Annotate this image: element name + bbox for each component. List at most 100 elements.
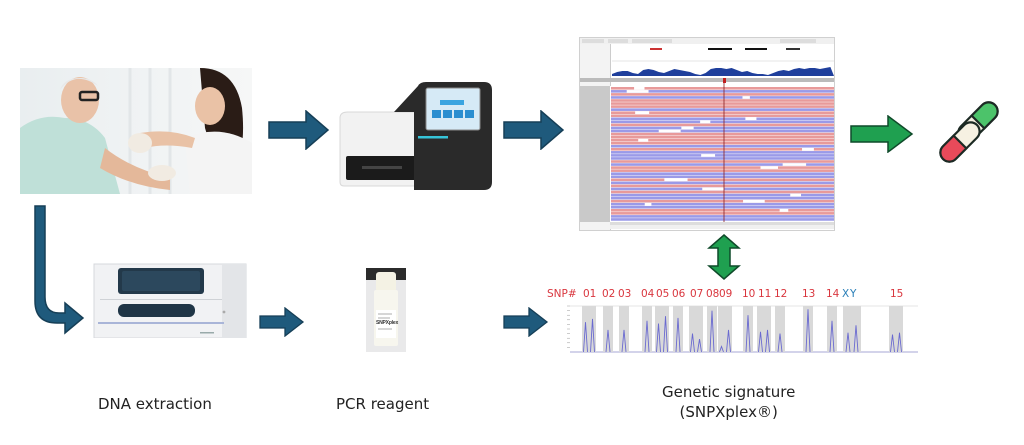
- read-gap: [779, 209, 789, 212]
- snp-peak-11: [758, 331, 763, 353]
- snp-marker-label: 05: [656, 288, 670, 300]
- read-row: [611, 114, 834, 118]
- read-row: [611, 184, 834, 188]
- snp-marker-label: 07: [690, 288, 704, 300]
- read-row: [611, 151, 834, 154]
- caption-dna-extraction: DNA extraction: [98, 395, 212, 413]
- snp-peak-01: [583, 322, 588, 353]
- read-row: [611, 87, 834, 90]
- read-row: [611, 202, 834, 206]
- read-gap: [644, 202, 652, 206]
- caption-genetic-signature-line2: (SNPXplex®): [679, 403, 778, 421]
- caption-pcr-reagent: PCR reagent: [336, 395, 430, 413]
- snp-peak-08: [709, 310, 715, 353]
- snp-marker-label: X: [842, 288, 850, 300]
- snp-peak-11: [765, 329, 770, 353]
- snp-peak-05: [663, 316, 668, 353]
- snp-peak-02: [605, 329, 611, 353]
- compare-double-arrow: [707, 234, 741, 280]
- vial-label-text: SNPXplex: [376, 320, 399, 326]
- read-row: [611, 129, 834, 133]
- read-row: [611, 212, 834, 215]
- snp-peak-12: [777, 333, 783, 353]
- snp-peak-09: [719, 345, 724, 353]
- read-row: [611, 154, 834, 157]
- sequencing-reads-viewer: [579, 37, 835, 231]
- snp-bin-13: [803, 306, 813, 352]
- snp-peak-15: [890, 334, 895, 353]
- dna-extraction-instrument: [92, 262, 248, 338]
- snp-bin-15: [889, 306, 903, 352]
- reads-alignment-view: [580, 38, 834, 230]
- read-gap: [700, 120, 711, 124]
- snp-marker-label: 13: [802, 288, 816, 300]
- snp-peak-14: [829, 320, 835, 353]
- result-arrow-to-treatment: [850, 115, 914, 153]
- flow-arrow-to-reagent: [259, 307, 305, 337]
- read-gap: [790, 193, 802, 197]
- read-row: [611, 148, 834, 151]
- read-row: [611, 93, 834, 96]
- read-gap: [638, 138, 649, 142]
- snp-bin-14: [827, 306, 837, 352]
- read-row: [611, 90, 834, 93]
- read-row: [611, 166, 834, 169]
- snp-peak-13: [805, 309, 811, 353]
- snp-header-label: SNP#: [547, 288, 577, 300]
- read-row: [611, 105, 834, 108]
- read-row: [611, 209, 834, 212]
- snp-marker-label: 14: [826, 288, 840, 300]
- snp-peak-07: [690, 333, 695, 353]
- read-row: [611, 218, 834, 221]
- snp-marker-label: 09: [719, 288, 733, 300]
- read-row: [611, 172, 834, 175]
- snp-marker-label: 04: [641, 288, 655, 300]
- read-row: [611, 117, 834, 121]
- read-row: [611, 111, 834, 114]
- read-row: [611, 102, 834, 105]
- read-row: [611, 138, 834, 142]
- read-row: [611, 181, 834, 185]
- read-row: [611, 163, 834, 166]
- read-gap: [626, 90, 649, 93]
- snp-peak-Y: [853, 325, 859, 353]
- read-gap: [782, 163, 807, 166]
- read-row: [611, 141, 834, 145]
- snp-peak-01: [590, 318, 595, 353]
- read-gap: [743, 199, 765, 203]
- pills-icon: [934, 100, 1006, 168]
- read-gap: [635, 111, 650, 114]
- flow-arrow-to-reads: [503, 110, 565, 150]
- read-row: [611, 126, 834, 130]
- snp-bin-12: [775, 306, 785, 352]
- read-row: [611, 120, 834, 124]
- snp-electropherogram: [540, 302, 920, 358]
- snp-marker-label: 11: [758, 288, 772, 300]
- read-row: [611, 178, 834, 182]
- snp-peak-09: [726, 329, 731, 353]
- read-row: [611, 175, 834, 179]
- snp-peak-05: [656, 323, 661, 353]
- snp-bin-08: [707, 306, 717, 352]
- read-gap: [701, 154, 716, 157]
- read-gap: [802, 148, 814, 151]
- snp-bin-03: [619, 306, 629, 352]
- snp-bin-01: [582, 306, 596, 352]
- snp-peak-04: [644, 320, 650, 353]
- pcr-reagent-vial: SNPXplex: [366, 268, 406, 352]
- snp-bin-06: [673, 306, 683, 352]
- snp-marker-label: 08: [706, 288, 720, 300]
- snp-marker-label: 15: [890, 288, 904, 300]
- read-row: [611, 196, 834, 200]
- snp-peak-03: [621, 329, 627, 353]
- snp-marker-label: 12: [774, 288, 788, 300]
- read-gap: [702, 187, 724, 191]
- snp-peak-06: [675, 317, 681, 353]
- read-gap: [760, 166, 779, 169]
- read-row: [611, 144, 834, 148]
- read-gap: [681, 126, 694, 130]
- read-row: [611, 135, 834, 139]
- read-row: [611, 123, 834, 127]
- read-row: [611, 205, 834, 209]
- snp-marker-label: 10: [742, 288, 756, 300]
